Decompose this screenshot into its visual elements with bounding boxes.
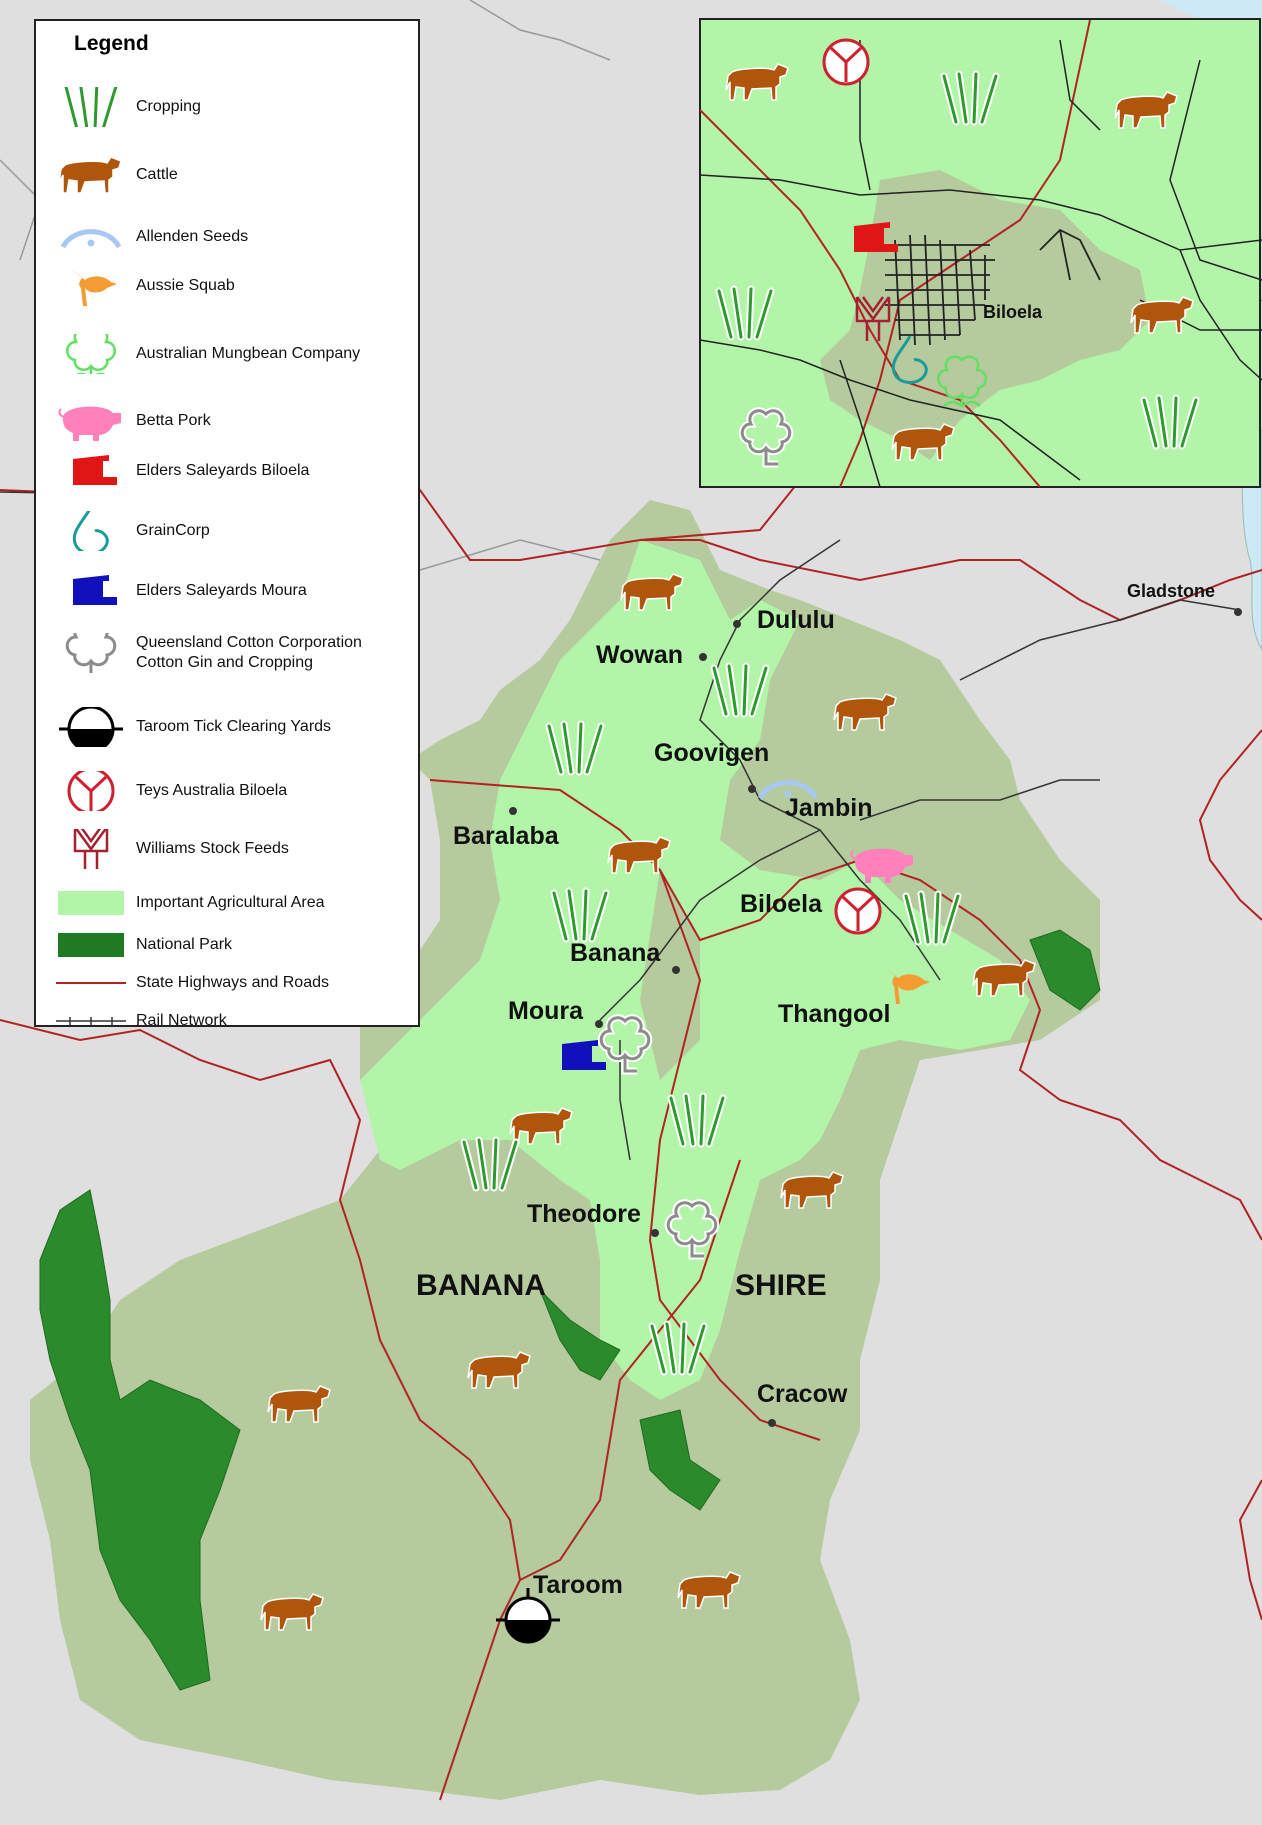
tick-yards-icon: [57, 707, 125, 747]
town-moura: Moura: [508, 997, 584, 1025]
legend-label: Teys Australia Biloela: [136, 782, 288, 799]
important-agri-swatch: [58, 891, 124, 915]
teys-icon: [834, 887, 882, 935]
legend-label: Cattle: [136, 166, 178, 183]
legend-item: National Park: [36, 925, 420, 965]
town-cracow: Cracow: [757, 1380, 848, 1408]
legend-item: Betta Pork: [36, 401, 420, 441]
national-park: [39, 929, 1101, 1691]
legend-item: Elders Saleyards Moura: [36, 571, 420, 611]
elders-moura-icon: [73, 575, 117, 605]
town-banana: Banana: [570, 939, 661, 967]
legend-item: State Highways and Roads: [36, 963, 420, 1003]
legend-item: Aussie Squab: [36, 266, 420, 306]
town-labels: Dululu Wowan Goovigen Jambin Baralaba Bi…: [416, 581, 1215, 1599]
legend-label: National Park: [136, 936, 233, 953]
legend: Legend Cropping Cattle Allenden Seeds Au…: [34, 19, 420, 1029]
legend-item: Important Agricultural Area: [36, 883, 420, 923]
legend-label: Important Agricultural Area: [136, 894, 325, 911]
town-taroom: Taroom: [533, 1571, 623, 1599]
legend-item: Cattle: [36, 155, 420, 195]
mungbean-icon: [65, 334, 117, 374]
aussie-squab-icon: [67, 266, 117, 306]
legend-label: Cropping: [136, 98, 201, 115]
region-label-shire: SHIRE: [735, 1269, 827, 1302]
cattle-icon: [58, 156, 122, 194]
legend-item: Taroom Tick Clearing Yards: [36, 707, 420, 747]
town-dululu: Dululu: [757, 606, 835, 634]
legend-label: Williams Stock Feeds: [136, 840, 289, 857]
inset-map: Biloela: [699, 18, 1262, 488]
allenden-seeds-icon: [56, 217, 126, 257]
legend-label: Aussie Squab: [136, 277, 235, 294]
region-label-banana: BANANA: [416, 1269, 546, 1302]
rail-line: [56, 1017, 126, 1025]
legend-item: Williams Stock Feeds: [36, 829, 420, 869]
town-theodore: Theodore: [527, 1200, 641, 1228]
legend-item: Queensland Cotton Corporation Cotton Gin…: [36, 633, 420, 673]
graincorp-icon: [72, 511, 109, 551]
legend-label: Betta Pork: [136, 412, 211, 429]
town-baralaba: Baralaba: [453, 822, 560, 850]
elders-biloela-icon: [73, 455, 117, 485]
town-biloela: Biloela: [740, 890, 823, 918]
cropping-icon: [56, 87, 126, 127]
highway-line: [56, 982, 126, 984]
legend-label: Rail Network: [136, 1012, 227, 1029]
cotton-icon: [56, 633, 126, 673]
legend-item: Allenden Seeds: [36, 217, 420, 257]
town-wowan: Wowan: [596, 641, 683, 669]
legend-label: State Highways and Roads: [136, 974, 329, 991]
town-goovigen: Goovigen: [654, 739, 769, 767]
legend-item: Elders Saleyards Biloela: [36, 451, 420, 491]
legend-item: Rail Network: [36, 1001, 420, 1041]
williams-icon: [73, 829, 109, 869]
pig-icon: [58, 405, 122, 441]
legend-label: Taroom Tick Clearing Yards: [136, 718, 332, 735]
legend-item: Cropping: [36, 87, 420, 127]
legend-item: GrainCorp: [36, 511, 420, 551]
inset-town-biloela: Biloela: [983, 302, 1043, 322]
national-park-swatch: [58, 933, 124, 957]
legend-label: GrainCorp: [136, 522, 210, 539]
legend-title: Legend: [74, 32, 149, 55]
legend-item: Teys Australia Biloela: [36, 771, 420, 811]
legend-item: Australian Mungbean Company: [36, 334, 420, 374]
town-thangool: Thangool: [778, 1000, 890, 1028]
legend-label: Australian Mungbean Company: [136, 345, 361, 362]
legend-label: Queensland Cotton Corporation Cotton Gin…: [136, 634, 362, 671]
town-jambin: Jambin: [785, 794, 873, 822]
legend-label: Elders Saleyards Biloela: [136, 462, 310, 479]
teys-icon: [67, 771, 115, 811]
legend-label: Elders Saleyards Moura: [136, 582, 307, 599]
legend-label: Allenden Seeds: [136, 228, 249, 245]
teys-icon: [822, 38, 870, 86]
town-gladstone: Gladstone: [1127, 581, 1215, 601]
